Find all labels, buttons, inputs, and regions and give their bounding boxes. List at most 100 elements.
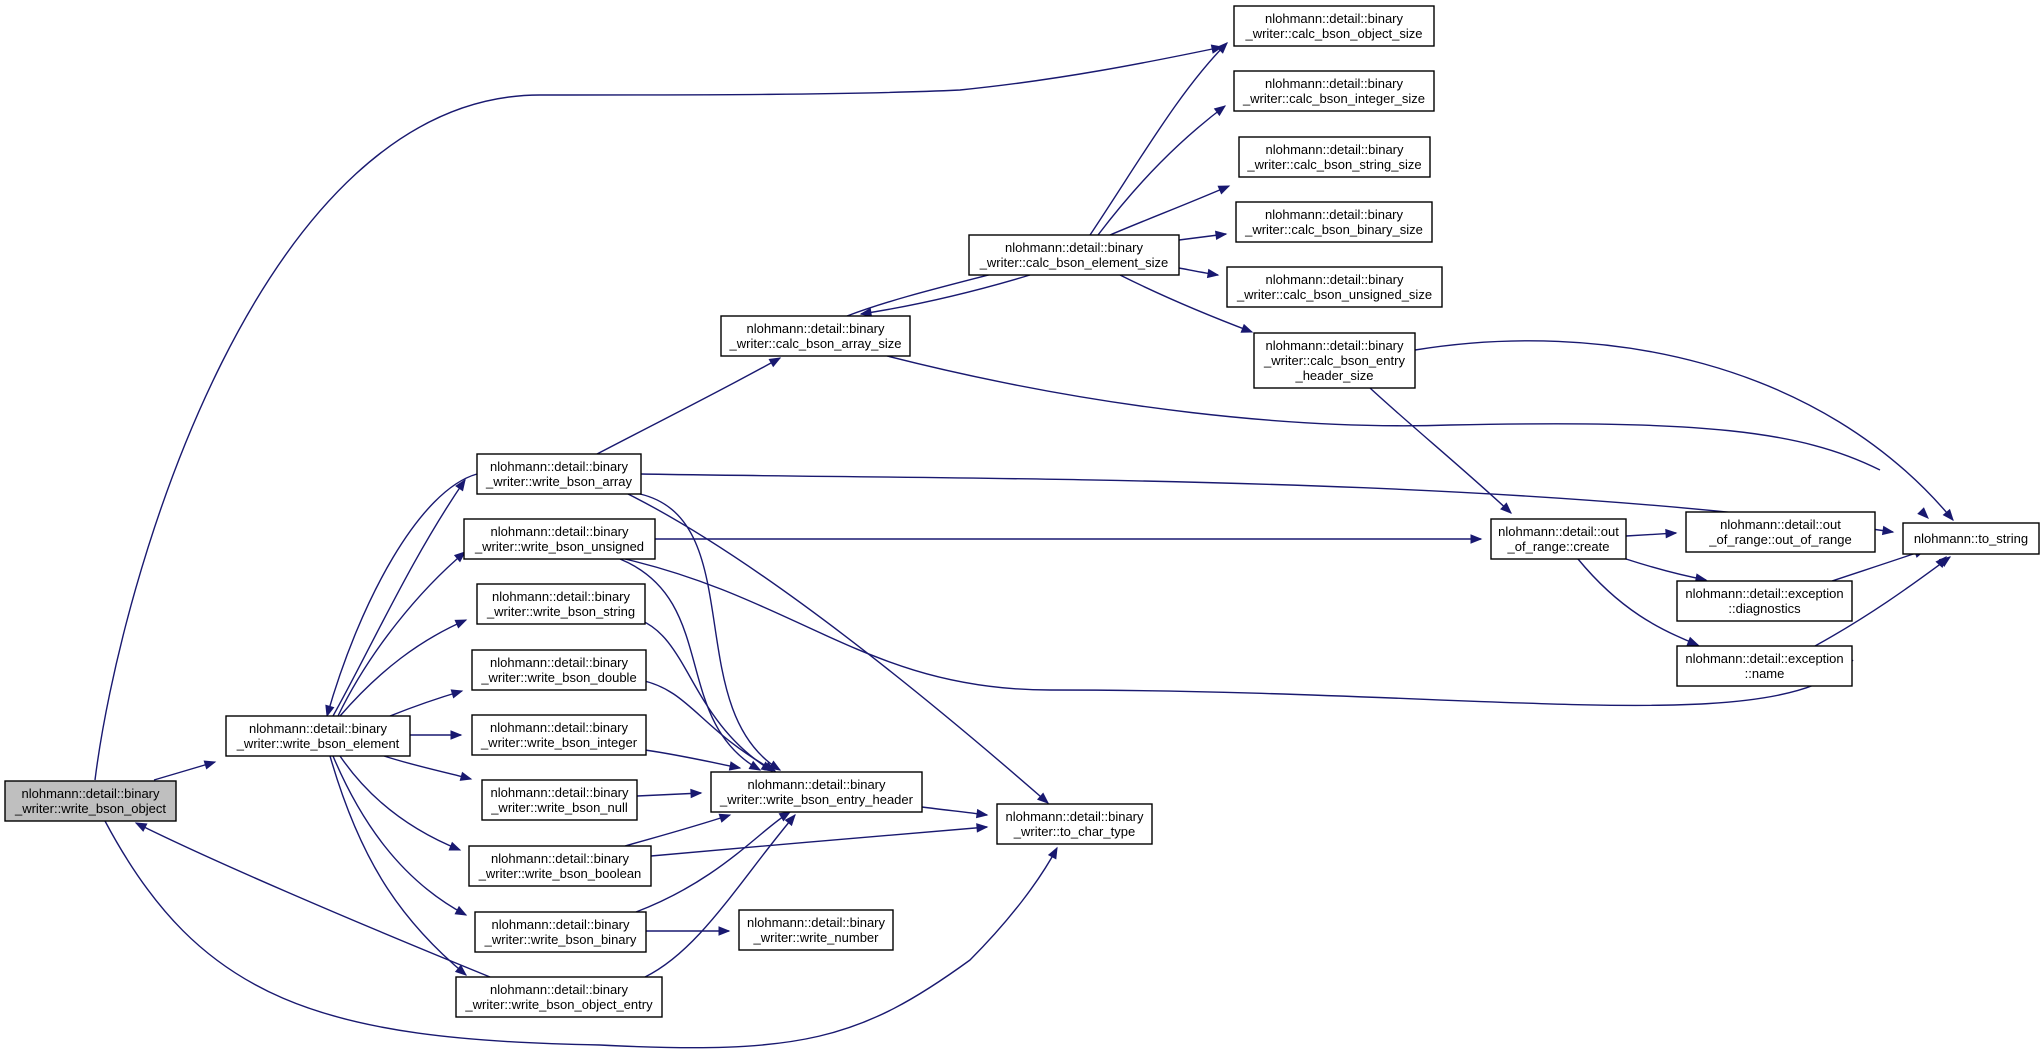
node-label-line: nlohmann::detail::binary — [491, 917, 630, 932]
node-box — [225, 715, 411, 757]
node-write-bson-integer[interactable]: nlohmann::detail::binary_writer::write_b… — [471, 714, 647, 756]
node-label-line: _writer::calc_bson_integer_size — [1242, 91, 1425, 106]
node-box — [1253, 332, 1416, 389]
edge-write-bson-element-to-write-bson-object-entry — [329, 755, 468, 976]
node-box — [710, 771, 923, 813]
node-label-line: nlohmann::detail::binary — [492, 589, 631, 604]
node-to-char-type[interactable]: nlohmann::detail::binary_writer::to_char… — [996, 803, 1153, 845]
node-out-of-range-create[interactable]: nlohmann::detail::out_of_range::create — [1490, 518, 1627, 560]
node-box — [474, 911, 647, 953]
node-box — [738, 909, 894, 951]
node-label-line: nlohmann::detail::binary — [746, 321, 885, 336]
node-box — [476, 453, 642, 495]
node-box — [455, 976, 663, 1018]
node-to-string[interactable]: nlohmann::to_string — [1902, 522, 2040, 555]
node-box — [1226, 266, 1443, 308]
node-label-line: nlohmann::detail::binary — [490, 982, 629, 997]
node-write-bson-object[interactable]: nlohmann::detail::binary_writer::write_b… — [4, 780, 177, 822]
edge-calc-bson-element-size-to-calc-bson-object-size — [1089, 42, 1228, 236]
edge-write-bson-element-to-write-bson-null — [383, 755, 473, 781]
node-label-line: nlohmann::detail::binary — [490, 720, 629, 735]
node-label-line: nlohmann::detail::binary — [491, 851, 630, 866]
node-label-line: _writer::write_bson_unsigned — [474, 539, 644, 554]
node-label-line: _writer::write_bson_binary — [484, 932, 637, 947]
node-write-bson-element[interactable]: nlohmann::detail::binary_writer::write_b… — [225, 715, 411, 757]
node-write-bson-string[interactable]: nlohmann::detail::binary_writer::write_b… — [476, 583, 646, 625]
node-label-line: _writer::write_bson_object — [14, 801, 166, 816]
edge-write-bson-unsigned-to-out-of-range-create — [654, 534, 1483, 544]
node-label-line: nlohmann::detail::binary — [1265, 142, 1404, 157]
node-label-line: _writer::to_char_type — [1013, 824, 1135, 839]
edge-write-bson-array-to-to-string — [640, 473, 1895, 536]
edge-write-bson-object-to-calc-bson-object-size — [94, 44, 1224, 781]
node-label-line: ::diagnostics — [1728, 601, 1801, 616]
edge-write-bson-binary-to-write-number — [646, 926, 731, 936]
edge-write-bson-string-to-write-bson-entry-header — [639, 619, 774, 772]
edge-write-bson-element-to-write-bson-array — [332, 478, 466, 717]
node-calc-bson-element-size[interactable]: nlohmann::detail::binary_writer::calc_bs… — [968, 234, 1180, 276]
edge-write-bson-object-to-write-bson-element — [153, 760, 217, 781]
node-write-bson-binary[interactable]: nlohmann::detail::binary_writer::write_b… — [474, 911, 647, 953]
node-exception-name[interactable]: nlohmann::detail::exception::name — [1676, 645, 1853, 687]
node-label-line: _header_size — [1294, 368, 1373, 383]
edge-write-bson-integer-to-write-bson-entry-header — [644, 749, 742, 771]
node-label-line: nlohmann::detail::exception — [1685, 651, 1843, 666]
node-label-line: _writer::calc_bson_unsigned_size — [1236, 287, 1432, 302]
node-write-bson-array[interactable]: nlohmann::detail::binary_writer::write_b… — [476, 453, 642, 495]
node-write-bson-unsigned[interactable]: nlohmann::detail::binary_writer::write_b… — [463, 518, 656, 560]
node-calc-bson-integer-size[interactable]: nlohmann::detail::binary_writer::calc_bs… — [1233, 70, 1435, 112]
node-label-line: nlohmann::detail::binary — [1265, 272, 1404, 287]
node-label-line: nlohmann::to_string — [1914, 531, 2028, 546]
edge-calc-bson-entry-header-size-to-out-of-range-create — [1369, 387, 1512, 514]
node-calc-bson-string-size[interactable]: nlohmann::detail::binary_writer::calc_bs… — [1238, 136, 1431, 178]
node-write-bson-null[interactable]: nlohmann::detail::binary_writer::write_b… — [481, 779, 638, 821]
node-label-line: nlohmann::detail::binary — [1265, 207, 1404, 222]
node-write-bson-boolean[interactable]: nlohmann::detail::binary_writer::write_b… — [468, 845, 652, 887]
edge-calc-bson-entry-header-size-to-to-string — [1414, 340, 1954, 522]
node-write-bson-object-entry[interactable]: nlohmann::detail::binary_writer::write_b… — [455, 976, 663, 1018]
node-calc-bson-object-size[interactable]: nlohmann::detail::binary_writer::calc_bs… — [1233, 5, 1435, 47]
edge-write-bson-unsigned-to-write-bson-entry-header — [619, 558, 762, 771]
node-label-line: _writer::write_bson_array — [485, 474, 632, 489]
edge-calc-bson-element-size-to-calc-bson-unsigned-size — [1178, 267, 1220, 279]
node-label-line: _of_range::create — [1507, 539, 1610, 554]
edge-write-bson-double-to-write-bson-entry-header — [639, 679, 777, 772]
node-label-line: _writer::write_number — [753, 930, 880, 945]
edge-out-of-range-create-to-out-of-range-ctor — [1625, 528, 1678, 539]
node-label-line: _writer::calc_bson_string_size — [1246, 157, 1421, 172]
node-write-bson-double[interactable]: nlohmann::detail::binary_writer::write_b… — [471, 649, 647, 691]
node-box — [1233, 70, 1435, 112]
node-calc-bson-array-size[interactable]: nlohmann::detail::binary_writer::calc_bs… — [720, 315, 911, 357]
node-box — [471, 714, 647, 756]
node-box — [1238, 136, 1431, 178]
edge-out-of-range-create-to-exception-diagnostics — [1625, 558, 1708, 583]
node-label-line: _writer::write_bson_boolean — [478, 866, 642, 881]
edge-write-bson-object-entry-to-write-bson-entry-header — [644, 813, 796, 978]
node-label-line: _writer::write_bson_integer — [480, 735, 638, 750]
node-box — [996, 803, 1153, 845]
node-calc-bson-unsigned-size[interactable]: nlohmann::detail::binary_writer::calc_bs… — [1226, 266, 1443, 308]
node-label-line: nlohmann::detail::binary — [21, 786, 160, 801]
node-write-number[interactable]: nlohmann::detail::binary_writer::write_n… — [738, 909, 894, 951]
node-write-bson-entry-header[interactable]: nlohmann::detail::binary_writer::write_b… — [710, 771, 923, 813]
node-out-of-range-ctor[interactable]: nlohmann::detail::out_of_range::out_of_r… — [1685, 511, 1876, 553]
node-label-line: _writer::write_bson_element — [236, 736, 400, 751]
node-box — [471, 649, 647, 691]
node-label-line: nlohmann::detail::binary — [1005, 240, 1144, 255]
edge-write-bson-element-to-write-bson-integer — [410, 730, 463, 740]
node-label-line: nlohmann::detail::out — [1720, 517, 1841, 532]
node-label-line: nlohmann::detail::binary — [490, 655, 629, 670]
node-calc-bson-entry-header-size[interactable]: nlohmann::detail::binary_writer::calc_bs… — [1253, 332, 1416, 389]
node-box — [1235, 201, 1433, 243]
node-calc-bson-binary-size[interactable]: nlohmann::detail::binary_writer::calc_bs… — [1235, 201, 1433, 243]
node-box — [720, 315, 911, 357]
nodes-layer: nlohmann::detail::binary_writer::write_b… — [4, 5, 2040, 1018]
node-label-line: nlohmann::detail::binary — [747, 777, 886, 792]
edge-write-bson-array-to-write-bson-element — [325, 473, 478, 718]
node-label-line: nlohmann::detail::binary — [1265, 338, 1404, 353]
node-label-line: _writer::write_bson_null — [490, 800, 628, 815]
node-exception-diagnostics[interactable]: nlohmann::detail::exception::diagnostics — [1676, 580, 1853, 622]
edge-exception-name-to-to-string — [1814, 556, 1952, 647]
node-label-line: nlohmann::detail::binary — [1265, 11, 1404, 26]
